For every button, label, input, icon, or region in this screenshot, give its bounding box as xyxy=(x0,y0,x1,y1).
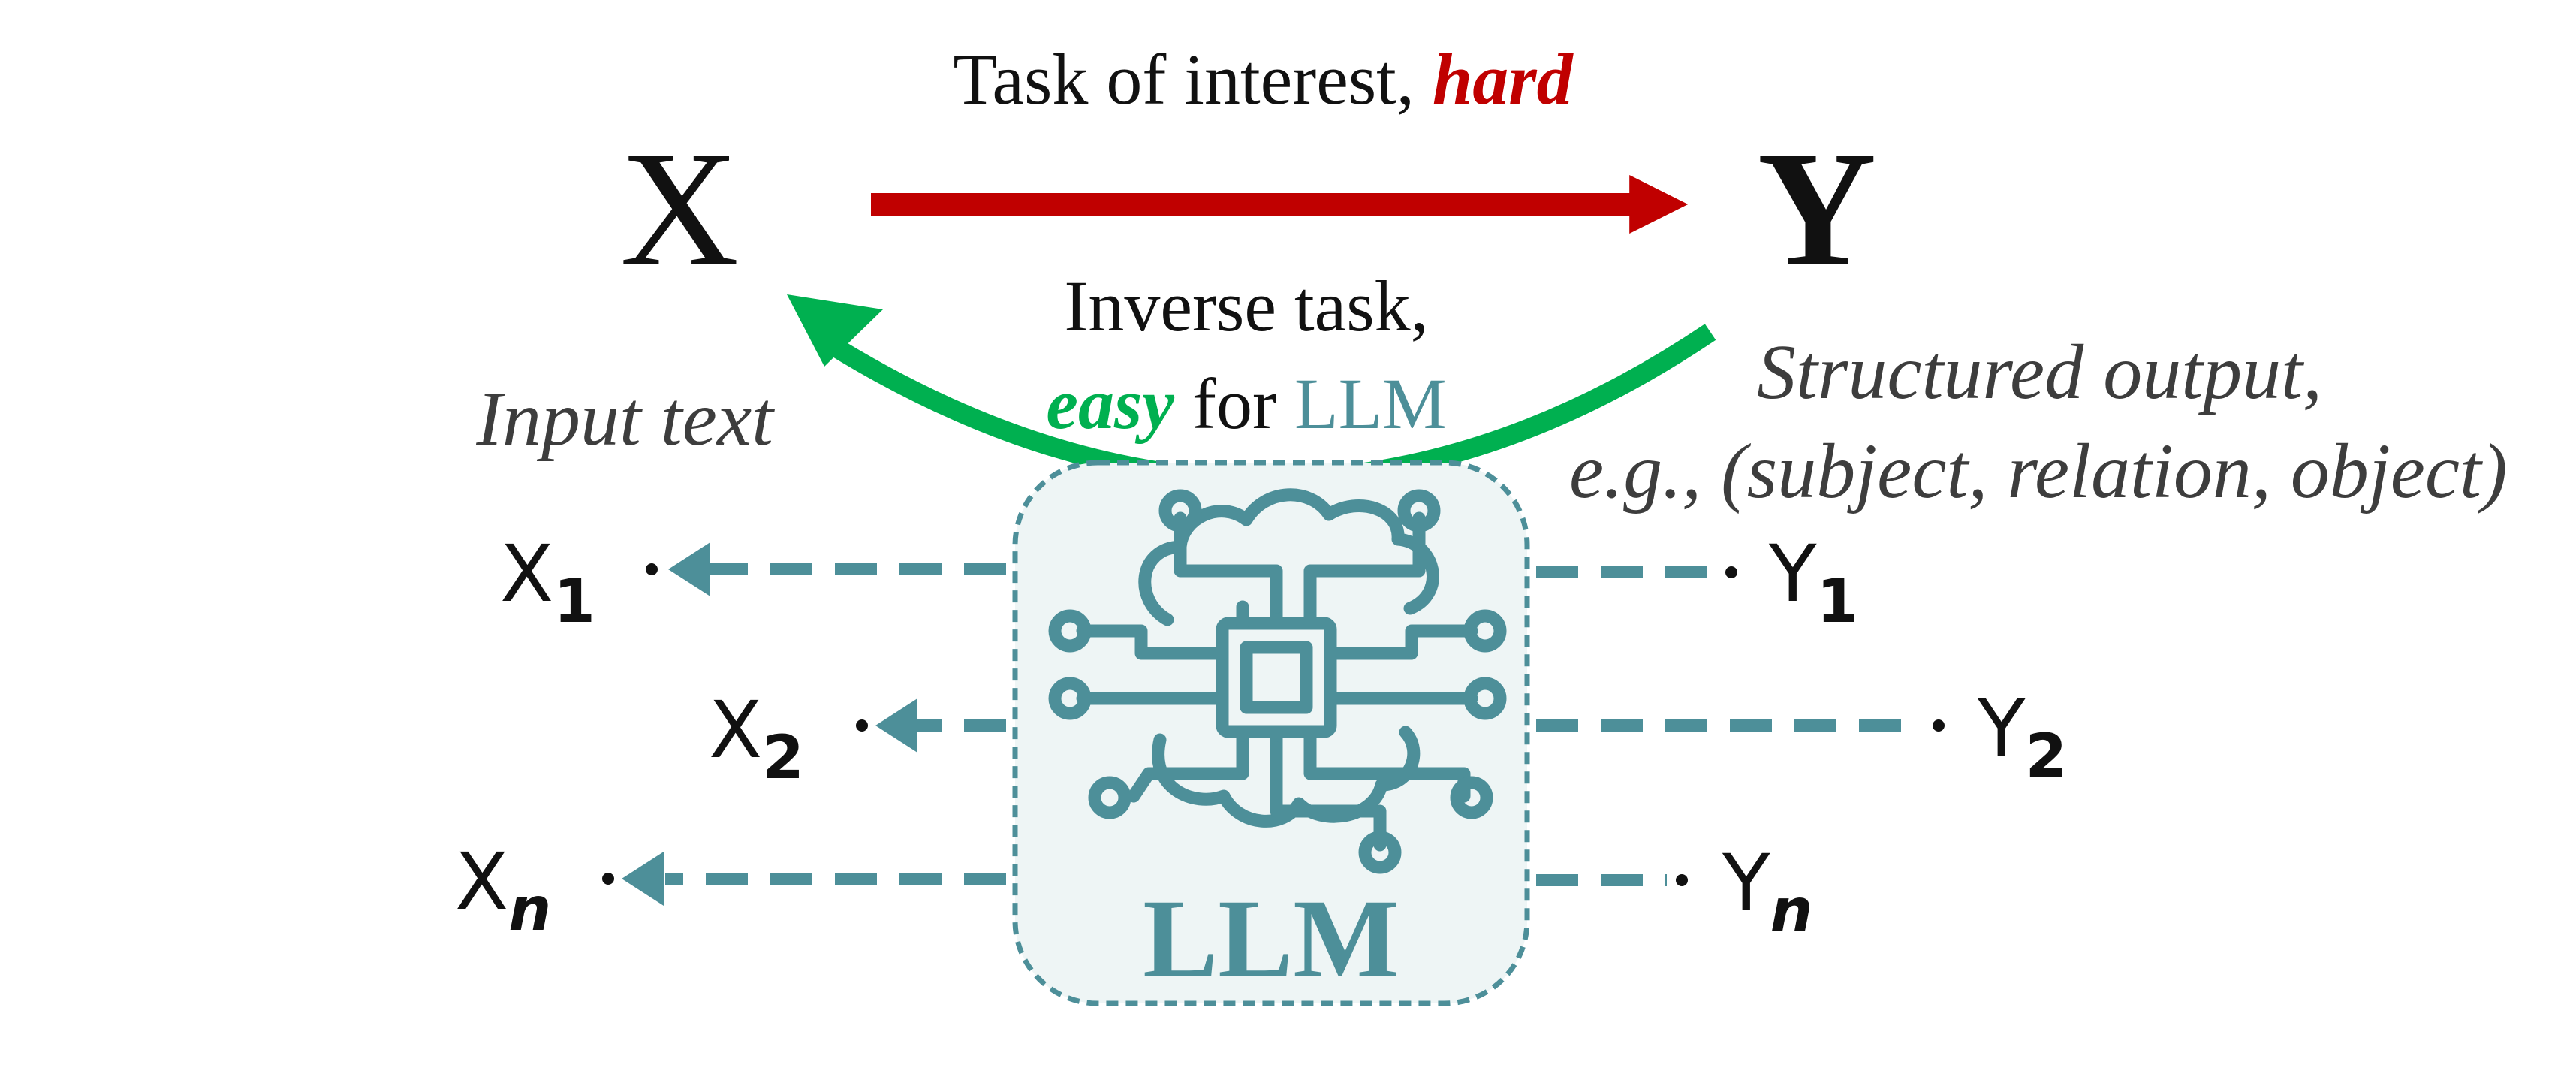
inverse-task-line2: easy for LLM xyxy=(1046,364,1446,444)
xn-base: X xyxy=(455,836,508,928)
y1-node: Y1 xyxy=(1768,528,1858,636)
dot-x2 xyxy=(856,719,868,732)
arrowhead-x2 xyxy=(875,698,917,753)
dot-yn xyxy=(1676,874,1688,886)
x1-node: X1 xyxy=(500,528,595,636)
left-arrowheads xyxy=(622,542,917,906)
structured-output-caption-line2: e.g., (subject, relation, object) xyxy=(1569,428,2508,514)
y2-base: Y xyxy=(1977,683,2026,774)
inverse-task-line1: Inverse task, xyxy=(1064,266,1428,346)
dot-xn xyxy=(602,873,614,885)
yn-subscript: n xyxy=(1770,876,1813,946)
y-label: Y xyxy=(1758,117,1877,300)
llm-box: LLM xyxy=(1012,460,1530,1006)
task-of-interest-caption: Task of interest, hard xyxy=(953,39,1574,119)
y1-base: Y xyxy=(1768,528,1817,620)
dot-x1 xyxy=(646,563,658,575)
hard-emphasis: hard xyxy=(1433,39,1574,119)
task-of-interest-text: Task of interest, xyxy=(953,39,1432,119)
xn-node: Xn xyxy=(455,836,551,944)
x2-subscript: 2 xyxy=(762,723,804,792)
x-label: X xyxy=(620,117,740,300)
arrowhead-xn xyxy=(622,852,664,906)
dot-y2 xyxy=(1933,719,1945,732)
llm-box-label: LLM xyxy=(1143,876,1399,1001)
inverse-task-for: for xyxy=(1174,364,1294,444)
right-dots xyxy=(1676,566,1945,886)
xn-subscript: n xyxy=(508,874,551,944)
yn-node: Yn xyxy=(1722,837,1812,946)
inverse-task-arrowhead xyxy=(787,294,883,367)
x2-base: X xyxy=(709,684,762,776)
llm-mention: LLM xyxy=(1294,364,1447,444)
y2-subscript: 2 xyxy=(2026,721,2068,791)
easy-emphasis: easy xyxy=(1046,364,1174,444)
yn-base: Y xyxy=(1722,837,1770,929)
left-connectors xyxy=(665,563,1006,885)
right-connectors xyxy=(1536,566,1922,886)
y2-node: Y2 xyxy=(1977,683,2067,791)
x1-subscript: 1 xyxy=(553,566,595,636)
left-dots xyxy=(602,563,868,885)
brain-chip-icon xyxy=(1048,488,1507,874)
dot-y1 xyxy=(1725,566,1737,578)
arrowhead-x1 xyxy=(668,542,710,596)
y1-subscript: 1 xyxy=(1817,566,1859,636)
x1-base: X xyxy=(500,528,553,620)
input-text-caption: Input text xyxy=(475,376,775,462)
x2-node: X2 xyxy=(709,684,804,792)
structured-output-caption-line1: Structured output, xyxy=(1757,329,2322,415)
